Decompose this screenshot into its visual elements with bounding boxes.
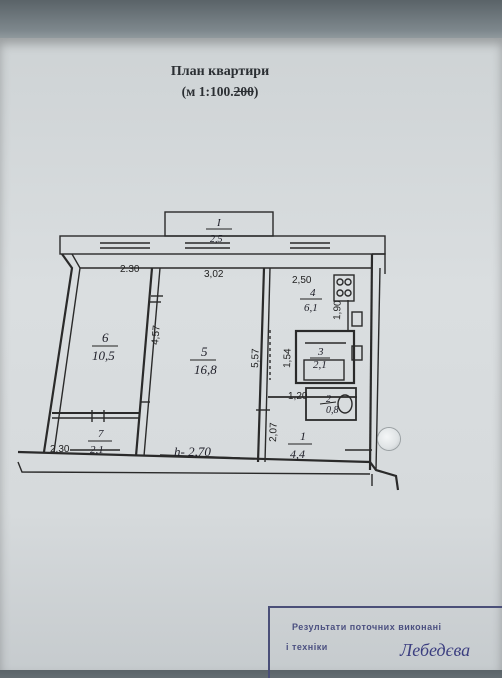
signature: Лебедєва xyxy=(400,640,471,660)
dim-label: 4,57 xyxy=(150,324,163,345)
dim-label: 1,20 xyxy=(288,391,308,402)
room-area: 10,5 xyxy=(92,348,115,363)
room-number: I xyxy=(216,217,222,229)
dim-label: 1,54 xyxy=(282,348,294,368)
dim-label: 2.30 xyxy=(120,264,140,275)
room-area: 2,1 xyxy=(90,444,104,456)
room-area: 16,8 xyxy=(194,362,217,377)
room-area: 4,4 xyxy=(290,447,305,461)
dim-label: 2,50 xyxy=(292,275,312,286)
room-number: 5 xyxy=(201,344,208,359)
stamp: Результати поточних виконані і техніки xyxy=(268,606,502,678)
balcony xyxy=(164,211,274,237)
dim-label: 2,07 xyxy=(268,422,280,442)
plan-title: План квартири xyxy=(170,64,270,79)
stove-icon xyxy=(333,274,355,302)
punch-hole xyxy=(378,428,400,450)
ceiling-height: h- 2,70 xyxy=(174,444,211,459)
room-number: 7 xyxy=(98,428,104,440)
room-number: 3 xyxy=(317,346,324,358)
room-area: 2,1 xyxy=(313,359,327,371)
paper-sheet xyxy=(0,38,502,670)
room-area: 0,8 xyxy=(326,405,339,416)
plan-scale: (м 1:100.200) xyxy=(181,84,259,99)
dim-label: 3,02 xyxy=(204,269,224,280)
room-number: 2 xyxy=(326,394,331,405)
bathroom-block xyxy=(294,329,356,385)
dim-label: 1,90 xyxy=(332,300,344,320)
stamp-line: і техніки xyxy=(286,642,328,652)
room-number: 4 xyxy=(310,287,316,299)
room-area: 2,5 xyxy=(210,234,223,245)
struck-scale: 200 xyxy=(233,84,254,99)
stamp-line: Результати поточних виконані xyxy=(292,622,442,632)
room-number: 6 xyxy=(102,330,109,345)
room-area: 6,1 xyxy=(304,302,318,314)
room-number: 1 xyxy=(300,429,306,443)
dim-label: 2.30 xyxy=(50,444,70,455)
dim-label: 5,57 xyxy=(250,348,262,368)
top-wall xyxy=(59,235,386,255)
